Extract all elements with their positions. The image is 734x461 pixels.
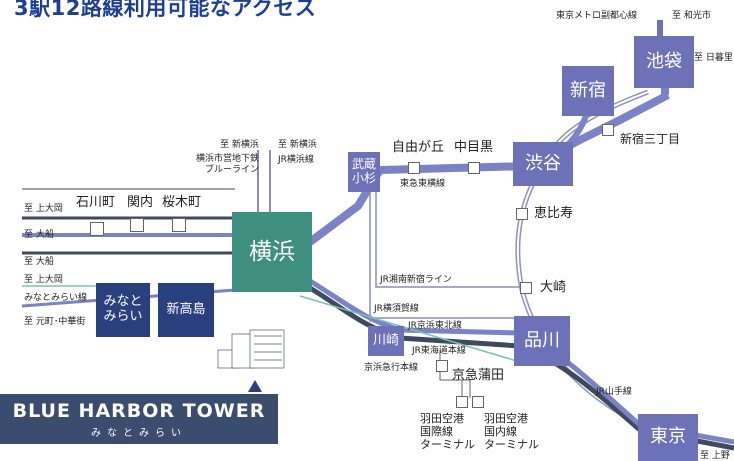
label-jr-shonan: JR湘南新宿ライン [380,275,452,285]
tower-illustration [217,329,285,369]
label-jr-keihin: JR京浜東北線 [408,321,462,331]
station-tokyo: 東京 [638,414,698,461]
stop-haneda-dom [472,396,484,408]
label-keikyu-main: 京浜急行本線 [364,363,419,373]
stop-kannai [130,218,144,232]
station-minatomirai: みなとみらい [96,283,150,337]
label-sakuragicho: 桜木町 [162,195,202,210]
label-subway-to: 至 新横浜 [220,140,259,150]
label-jr-yokosuka: JR横須賀線 [374,304,419,314]
stop-sakuragicho [172,218,186,232]
property-banner: BLUE HARBOR TOWER みなとみらい [0,394,278,444]
label-kannai: 関内 [127,195,154,210]
label-shinjuku-sanchome: 新宿三丁目 [620,132,681,146]
label-minatomirai-line: みなとみらい線 [24,293,88,303]
dest-nippori: 至 日暮里 [694,53,733,63]
station-kawasaki: 川崎 [368,326,404,356]
dest-ueno: 至 上野 [700,451,730,461]
label-subway-blue: 横浜市営地下鉄ブルーライン [196,154,260,175]
dest-kamiooka-1: 至 上大岡 [24,204,63,214]
label-haneda-dom: 羽田空港国内線ターミナル [484,412,539,452]
label-ebisu: 恵比寿 [534,206,574,221]
stop-shinjuku-sanchome [602,124,614,136]
label-keikyu-kamata: 京急蒲田 [452,368,505,383]
station-shinjuku: 新宿 [562,66,614,116]
dest-motomachi: 至 元町･中華街 [24,317,86,327]
label-jiyugaoka: 自由が丘 [392,140,445,155]
page-title: 3駅12路線利用可能なアクセス [14,0,317,20]
station-shibuya: 渋谷 [513,142,573,186]
station-ikebukuro: 池袋 [634,36,694,88]
label-jr-yokohama: JR横浜線 [278,155,314,165]
station-yokohama: 横浜 [232,212,312,292]
stop-ebisu [516,208,528,220]
stop-haneda-intl [456,396,468,408]
dest-kamiooka-2: 至 上大岡 [24,275,63,285]
station-musashikosugi: 武蔵小杉 [348,152,380,192]
station-shinagawa: 品川 [514,316,570,366]
station-shintakashima: 新高島 [158,283,214,337]
stop-ishikawacho [90,222,104,236]
label-jr-yokohama-to: 至 新横浜 [278,140,317,150]
banner-sub: みなとみらい [91,427,187,439]
label-osaki: 大崎 [540,280,567,295]
label-nakameguro: 中目黒 [454,140,494,155]
location-marker [248,380,262,392]
stop-jiyugaoka [408,162,420,174]
label-jr-yamanote: JR山手線 [596,387,632,397]
stop-osaki [520,282,532,294]
label-haneda-intl: 羽田空港国際線ターミナル [420,412,475,452]
stop-nakameguro [468,162,480,174]
label-jr-tokaido: JR東海道本線 [412,346,466,356]
dest-ofuna-1: 至 大船 [24,230,54,240]
label-metro-fukutoshin: 東京メトロ副都心線 [556,11,638,21]
label-tokyu-toyoko: 東急東横線 [400,179,446,189]
stop-keikyu-kamata [436,360,448,372]
label-ishikawacho: 石川町 [76,195,116,210]
banner-name: BLUE HARBOR TOWER [12,399,266,422]
dest-ofuna-2: 至 大船 [24,257,54,267]
dest-wakoshi: 至 和光市 [672,11,711,21]
